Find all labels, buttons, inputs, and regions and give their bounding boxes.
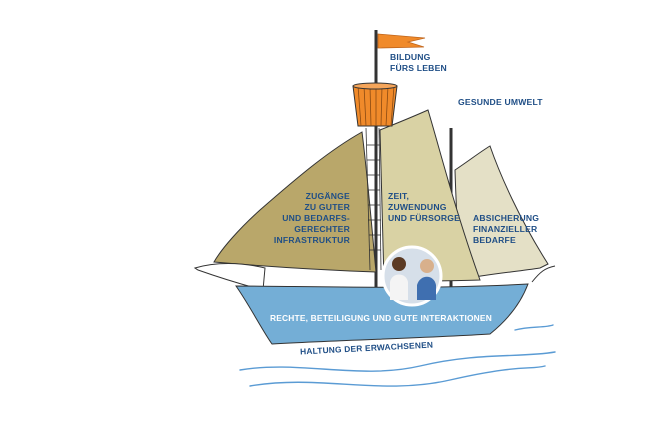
rigging-ladder <box>365 127 382 271</box>
sail-middle-line3: UND FÜRSORGE <box>388 213 461 223</box>
label-bildung-line2: FÜRS LEBEN <box>390 63 447 73</box>
sail-left-line2: ZU GUTER <box>304 202 350 212</box>
sail-left-line3: UND BEDARFS- <box>282 213 350 223</box>
sail-right-line1: ABSICHERUNG <box>473 213 540 223</box>
label-sail-right: ABSICHERUNG FINANZIELLER BEDARFE <box>473 213 539 246</box>
sail-middle-line2: ZUWENDUNG <box>388 202 447 212</box>
sail-middle-line1: ZEIT, <box>388 191 410 201</box>
sail-left-line5: INFRASTRUKTUR <box>273 235 350 245</box>
basket-icon <box>352 82 398 127</box>
label-bildung-line1: BILDUNG <box>390 52 431 62</box>
label-hull: RECHTE, BETEILIGUNG UND GUTE INTERAKTION… <box>270 313 492 323</box>
label-bildung: BILDUNG FÜRS LEBEN <box>390 52 447 74</box>
children-photo <box>381 245 443 307</box>
sail-right-line2: FINANZIELLER <box>473 224 538 234</box>
sail-left-line1: ZUGÄNGE <box>305 191 350 201</box>
sail-left-line4: GERECHTER <box>294 224 350 234</box>
label-sail-middle: ZEIT, ZUWENDUNG UND FÜRSORGE <box>388 191 460 224</box>
water-waves <box>239 324 556 387</box>
pennant-flag-icon <box>377 33 426 49</box>
label-sail-left: ZUGÄNGE ZU GUTER UND BEDARFS- GERECHTER … <box>270 191 350 246</box>
sail-middle <box>379 109 481 283</box>
label-gesunde-umwelt: GESUNDE UMWELT <box>458 97 543 107</box>
hull <box>235 283 529 345</box>
sail-right-line3: BEDARFE <box>473 235 516 245</box>
